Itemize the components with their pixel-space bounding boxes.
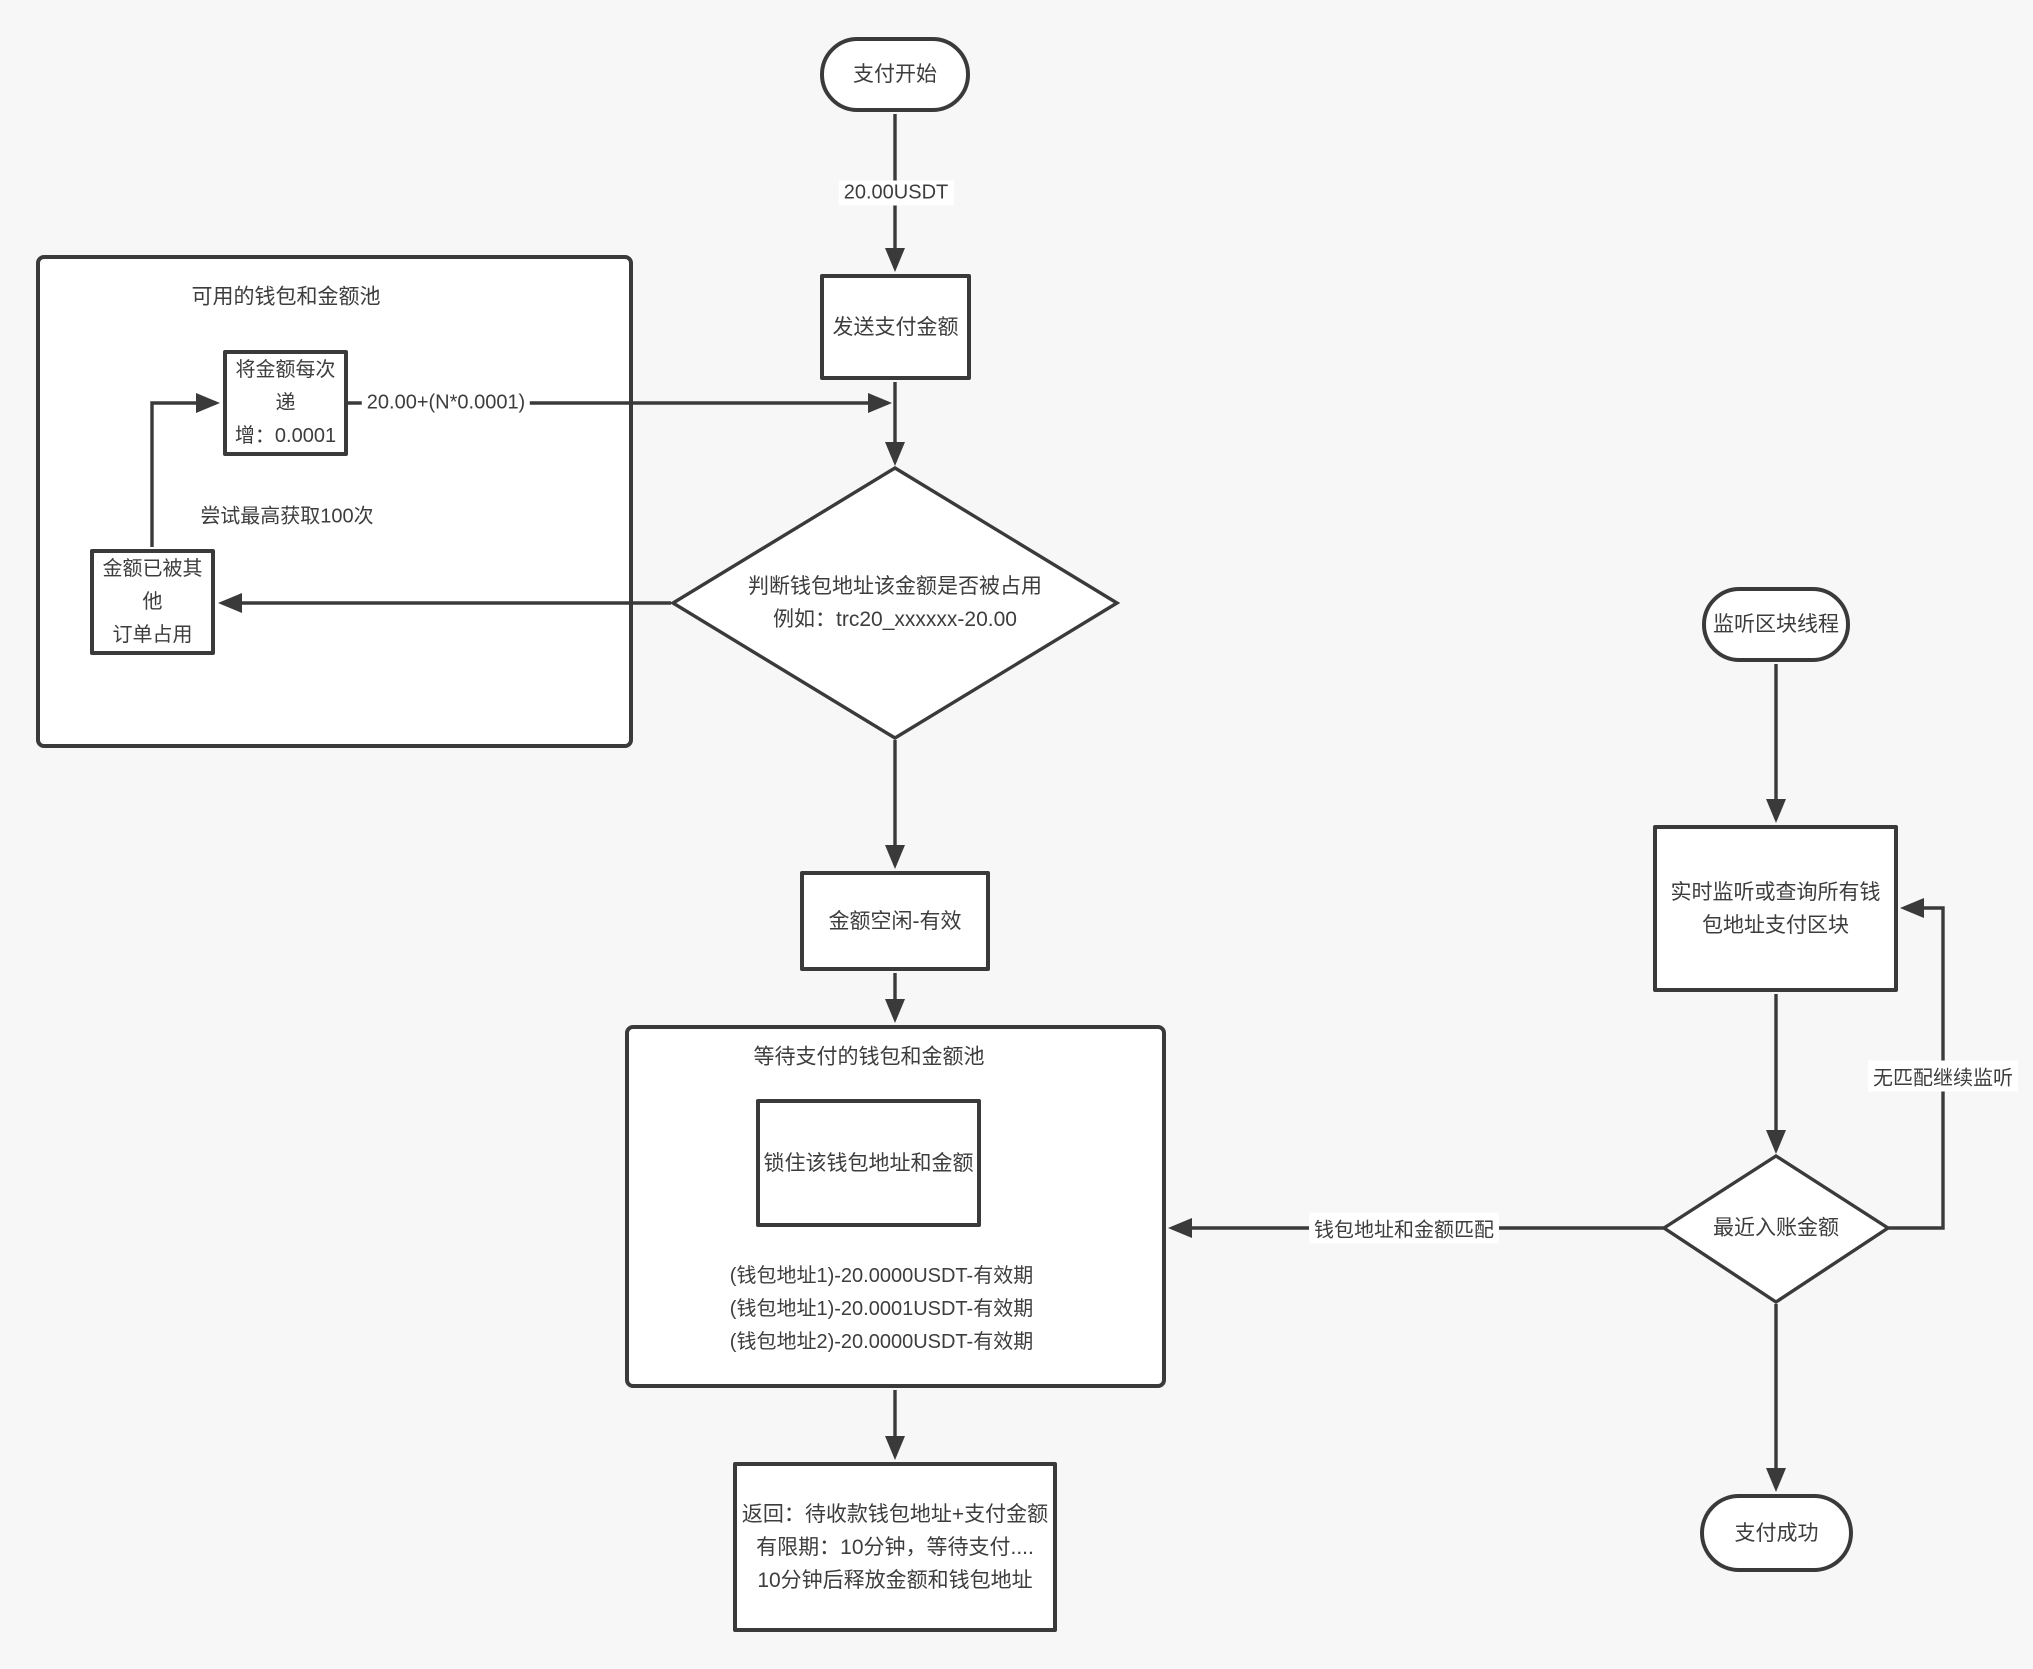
decision-diamond-occupied [669,466,1121,740]
available-pool-title: 可用的钱包和金额池 [191,285,381,309]
monitor-block-label: 实时监听或查询所有钱 包地址支付区块 [1670,880,1881,937]
pool-entry: (钱包地址1)-20.0000USDT-有效期 [729,1265,1034,1287]
amount-valid-label: 金额空闲-有效 [828,909,962,933]
increment-amount-node: 将金额每次递 增：0.0001 [223,350,348,456]
waiting-pool-title: 等待支付的钱包和金额池 [753,1045,985,1069]
decision-diamond-recent [1660,1153,1892,1305]
start-node: 支付开始 [820,37,970,112]
lock-wallet-node: 锁住该钱包地址和金额 [756,1099,981,1227]
pool-entry: (钱包地址2)-20.0000USDT-有效期 [729,1331,1034,1353]
listen-thread-node: 监听区块线程 [1702,587,1850,662]
edge-label-no-match: 无匹配继续监听 [1868,1060,2018,1092]
monitor-block-node: 实时监听或查询所有钱 包地址支付区块 [1653,825,1898,992]
edge-label-initial-amount: 20.00USDT [838,180,954,206]
increment-amount-label: 将金额每次递 增：0.0001 [234,358,337,447]
return-result-node: 返回：待收款钱包地址+支付金额 有限期：10分钟，等待支付.... 10分钟后释… [733,1462,1057,1632]
edge-label-match: 钱包地址和金额匹配 [1309,1212,1499,1244]
success-label: 支付成功 [1734,1521,1819,1545]
recent-amount-label: 最近入账金额 [1713,1216,1839,1240]
amount-occupied-label: 金额已被其他 订单占用 [102,557,203,646]
available-pool-container [36,255,633,748]
amount-valid-node: 金额空闲-有效 [800,871,990,971]
success-node: 支付成功 [1700,1494,1853,1572]
return-result-label: 返回：待收款钱包地址+支付金额 有限期：10分钟，等待支付.... 10分钟后释… [741,1502,1049,1592]
listen-thread-label: 监听区块线程 [1713,613,1839,636]
send-amount-node: 发送支付金额 [820,274,971,380]
edge-occupied-to-increment [150,393,220,547]
waiting-pool-entries: (钱包地址1)-20.0000USDT-有效期 (钱包地址1)-20.0001U… [611,1260,1152,1359]
lock-wallet-label: 锁住该钱包地址和金额 [763,1151,974,1175]
amount-occupied-node: 金额已被其他 订单占用 [90,549,215,655]
edge-label-increment-formula: 20.00+(N*0.0001) [361,390,531,416]
occupied-decision-label: 判断钱包地址该金额是否被占用 例如：trc20_xxxxxx-20.00 [748,575,1042,631]
retry-note: 尝试最高获取100次 [200,505,374,528]
pool-entry: (钱包地址1)-20.0001USDT-有效期 [729,1298,1034,1320]
start-label: 支付开始 [853,63,937,86]
send-amount-label: 发送支付金额 [832,315,959,339]
